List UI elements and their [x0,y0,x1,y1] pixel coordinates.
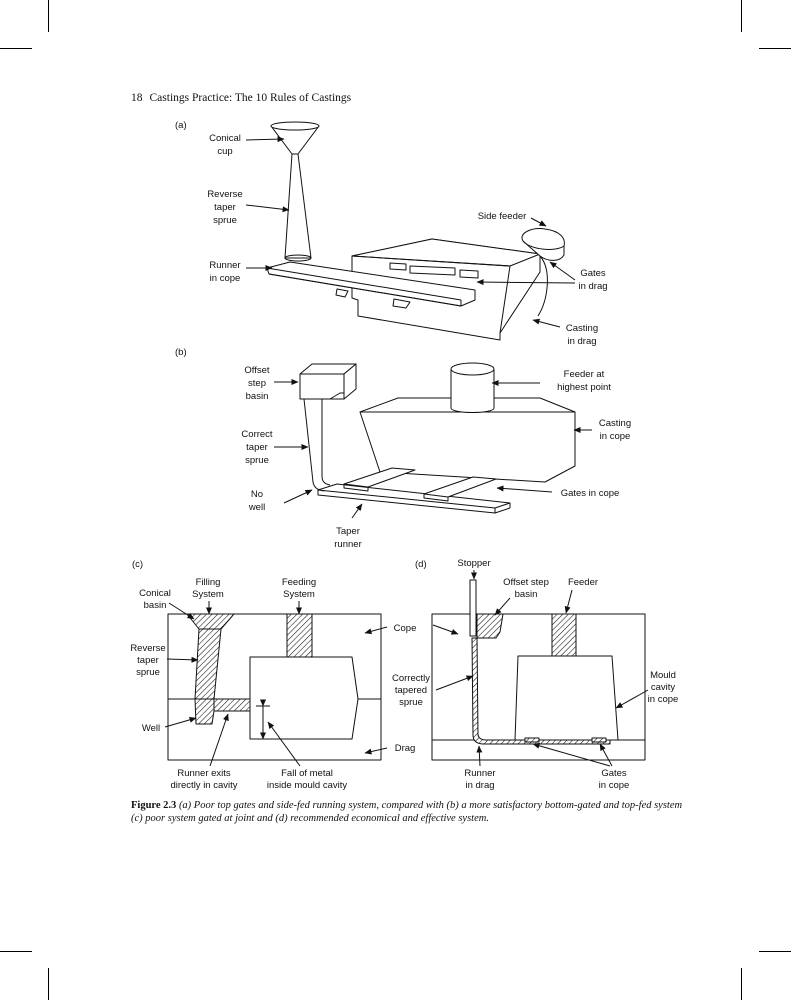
label-d-gates-in-cope-1: Gates [601,768,627,779]
label-offset-step-basin-2: step [248,378,266,389]
label-correct-taper-sprue-3: sprue [245,455,269,466]
label-reverse-taper-sprue-1: Reverse [207,189,242,200]
panel-c-drawing [167,613,382,761]
label-no-well-1: No [251,489,263,500]
label-filling-system-1: Filling [196,577,221,588]
label-cope: Cope [394,623,417,634]
leader-arrows [164,136,649,767]
book-title: Castings Practice: The 10 Rules of Casti… [149,92,352,104]
panel-d-label: (d) [415,559,427,570]
label-conical-basin-1: Conical [139,588,171,599]
label-runner-exits-1: Runner exits [177,768,231,779]
label-feeding-system-2: System [283,589,315,600]
label-drag: Drag [395,743,416,754]
panel-b-drawing [299,362,576,514]
label-fall-of-metal-1: Fall of metal [281,768,333,779]
label-side-feeder: Side feeder [478,211,527,222]
label-runner-in-drag-2: in drag [465,780,494,791]
label-feeding-system-1: Feeding [282,577,316,588]
panel-d-drawing [431,579,646,761]
panel-a-drawing [266,121,565,341]
label-offset-step-basin-1: Offset [244,365,270,376]
panel-c-labels: (c) Conical basin Filling System Feeding… [130,559,416,791]
page-number: 18 [131,92,143,104]
label-gates-in-cope: Gates in cope [561,488,620,499]
label-reverse-taper-sprue-2: taper [214,202,236,213]
panel-b-labels: (b) Offset step basin Correct taper spru… [175,347,631,550]
label-offset-step-basin-3: basin [246,391,269,402]
label-filling-system-2: System [192,589,224,600]
panel-d-labels: (d) Stopper Offset step basin Feeder Cor… [392,558,678,791]
label-mould-cavity-in-cope-3: in cope [648,694,679,705]
crop-mark [741,968,742,1000]
panel-b-label: (b) [175,347,187,358]
label-casting-in-cope-2: in cope [600,431,631,442]
label-feeder-highest-point-2: highest point [557,382,611,393]
label-reverse-taper-sprue-3: sprue [213,215,237,226]
label-correct-taper-sprue-2: taper [246,442,268,453]
panel-a-labels: (a) Conical cup Reverse taper sprue Runn… [175,120,608,347]
label-casting-in-drag-2: in drag [567,336,596,347]
crop-mark [759,951,791,952]
label-c-reverse-taper-sprue-3: sprue [136,667,160,678]
crop-mark [0,48,32,49]
label-no-well-2: well [248,502,265,513]
caption-label: Figure 2.3 [131,800,177,811]
figure-caption: Figure 2.3 (a) Poor top gates and side-f… [131,800,691,825]
panel-c-label: (c) [132,559,143,570]
label-runner-in-drag-1: Runner [464,768,495,779]
label-casting-in-cope-1: Casting [599,418,631,429]
crop-mark [741,0,742,32]
label-feeder: Feeder [568,577,598,588]
label-fall-of-metal-2: inside mould cavity [267,780,348,791]
label-well: Well [142,723,160,734]
label-taper-runner-1: Taper [336,526,360,537]
label-runner-in-cope-1: Runner [209,260,240,271]
label-conical-cup-1: Conical [209,133,241,144]
panel-a-label: (a) [175,120,187,131]
label-correct-taper-sprue-1: Correct [241,429,273,440]
label-c-reverse-taper-sprue-1: Reverse [130,643,165,654]
label-taper-runner-2: runner [334,539,361,550]
label-correctly-tapered-sprue-2: tapered [395,685,427,696]
label-feeder-highest-point-1: Feeder at [564,369,605,380]
label-runner-exits-2: directly in cavity [170,780,237,791]
label-mould-cavity-in-cope-2: cavity [651,682,676,693]
caption-text: (a) Poor top gates and side-fed running … [131,800,683,824]
label-gates-in-drag-1: Gates [580,268,606,279]
label-gates-in-drag-2: in drag [578,281,607,292]
label-conical-cup-2: cup [217,146,232,157]
label-c-reverse-taper-sprue-2: taper [137,655,159,666]
crop-mark [759,48,791,49]
label-correctly-tapered-sprue-3: sprue [399,697,423,708]
label-stopper: Stopper [457,558,490,569]
label-conical-basin-2: basin [144,600,167,611]
label-d-offset-step-basin-2: basin [515,589,538,600]
crop-mark [0,951,32,952]
running-header: 18 Castings Practice: The 10 Rules of Cas… [131,92,351,104]
label-correctly-tapered-sprue-1: Correctly [392,673,430,684]
crop-mark [48,968,49,1000]
label-runner-in-cope-2: in cope [210,273,241,284]
label-d-gates-in-cope-2: in cope [599,780,630,791]
crop-mark [48,0,49,32]
label-mould-cavity-in-cope-1: Mould [650,670,676,681]
label-casting-in-drag-1: Casting [566,323,598,334]
label-d-offset-step-basin-1: Offset step [503,577,549,588]
